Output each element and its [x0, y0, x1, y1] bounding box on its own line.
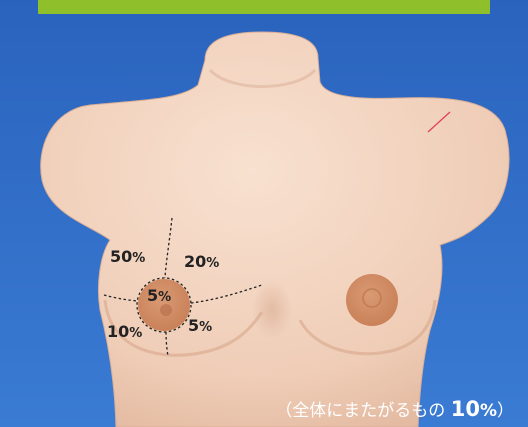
left-nipple — [160, 304, 172, 316]
caption-text: 全体にまたがるもの — [292, 401, 445, 421]
caption-open-paren: （ — [275, 401, 292, 421]
caption-close-paren: ） — [497, 401, 514, 421]
label-lower-outer: 10% — [107, 324, 142, 340]
cleavage-shadow — [252, 280, 292, 340]
label-central-unit: % — [158, 290, 171, 305]
label-upper-inner-unit: % — [206, 256, 219, 271]
right-areola — [346, 274, 398, 326]
label-central: 5% — [147, 288, 171, 304]
caption: （全体にまたがるもの 10%） — [275, 396, 514, 421]
label-lower-inner: 5% — [188, 318, 212, 334]
label-upper-outer: 50% — [110, 249, 145, 265]
label-lower-outer-value: 10 — [107, 322, 129, 341]
label-upper-outer-unit: % — [132, 251, 145, 266]
caption-unit: % — [480, 401, 497, 421]
label-central-value: 5 — [147, 286, 158, 305]
caption-value: 10 — [451, 397, 480, 421]
label-lower-outer-unit: % — [129, 326, 142, 341]
label-upper-inner: 20% — [184, 254, 219, 270]
top-band — [38, 0, 490, 14]
label-lower-inner-unit: % — [199, 320, 212, 335]
label-lower-inner-value: 5 — [188, 316, 199, 335]
label-upper-outer-value: 50 — [110, 247, 132, 266]
label-upper-inner-value: 20 — [184, 252, 206, 271]
